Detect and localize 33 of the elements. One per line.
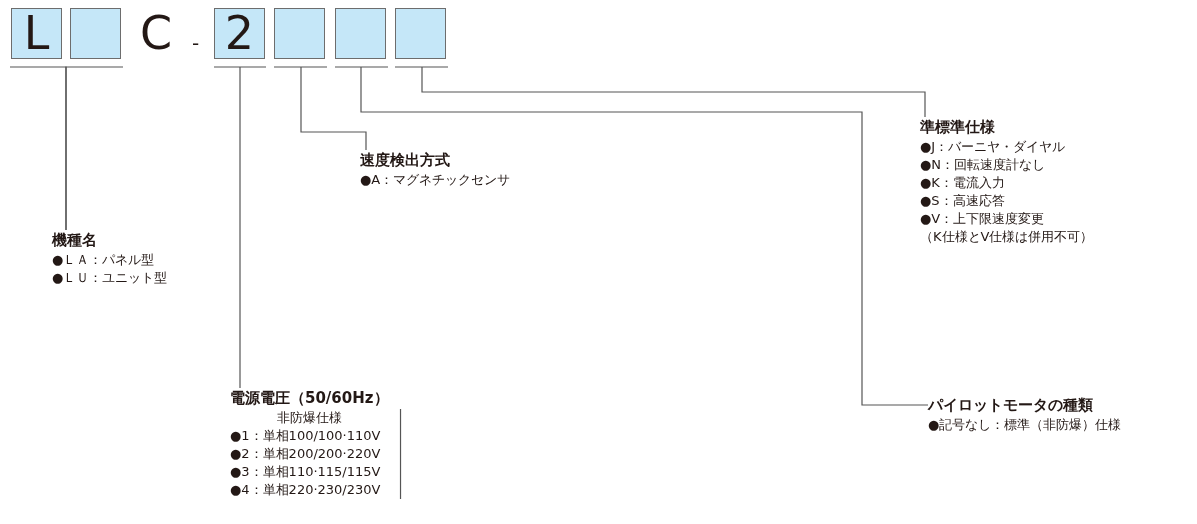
option-text: ●ＬＵ：ユニット型: [52, 269, 168, 287]
code-box: L: [11, 8, 62, 59]
leader-line: [360, 66, 929, 406]
option-text: ●K：電流入力: [920, 174, 1006, 192]
option-text: ●S：高速応答: [920, 192, 1006, 210]
option-text: ●A：マグネチックセンサ: [360, 171, 511, 189]
heading: 準標準仕様: [920, 117, 996, 138]
option-text: ●J：バーニヤ・ダイヤル: [920, 138, 1067, 156]
option-text: （K仕様とV仕様は併用不可）: [920, 228, 1094, 246]
option-text: ●記号なし：標準（非防爆）仕様: [928, 416, 1122, 434]
code-box: [70, 8, 121, 59]
leader-line: [65, 66, 124, 231]
code-box: [395, 8, 446, 59]
subheading: 非防爆仕様: [275, 409, 343, 427]
option-text: ●1：単相100/100·110V: [230, 427, 382, 445]
leader-line: [239, 66, 241, 389]
heading: 機種名: [52, 230, 98, 251]
heading: 電源電圧（50/60Hz）: [230, 388, 389, 409]
code-box: 2: [214, 8, 265, 59]
option-text: ●ＬＡ：パネル型: [52, 251, 156, 269]
leader-line: [421, 66, 926, 118]
heading: パイロットモータの種類: [928, 395, 1094, 416]
heading: 速度検出方式: [360, 150, 451, 171]
option-text: ●4：単相220·230/230V: [230, 481, 382, 499]
option-text: ●N：回転速度計なし: [920, 156, 1047, 174]
option-text: ●3：単相110·115/115V: [230, 463, 382, 481]
code-letter: C: [140, 8, 173, 58]
leader-line: [300, 66, 367, 151]
code-letter: -: [192, 30, 200, 57]
option-text: ●V：上下限速度変更: [920, 210, 1046, 228]
code-box: [274, 8, 325, 59]
option-text: ●2：単相200/200·220V: [230, 445, 382, 463]
code-box: [335, 8, 386, 59]
